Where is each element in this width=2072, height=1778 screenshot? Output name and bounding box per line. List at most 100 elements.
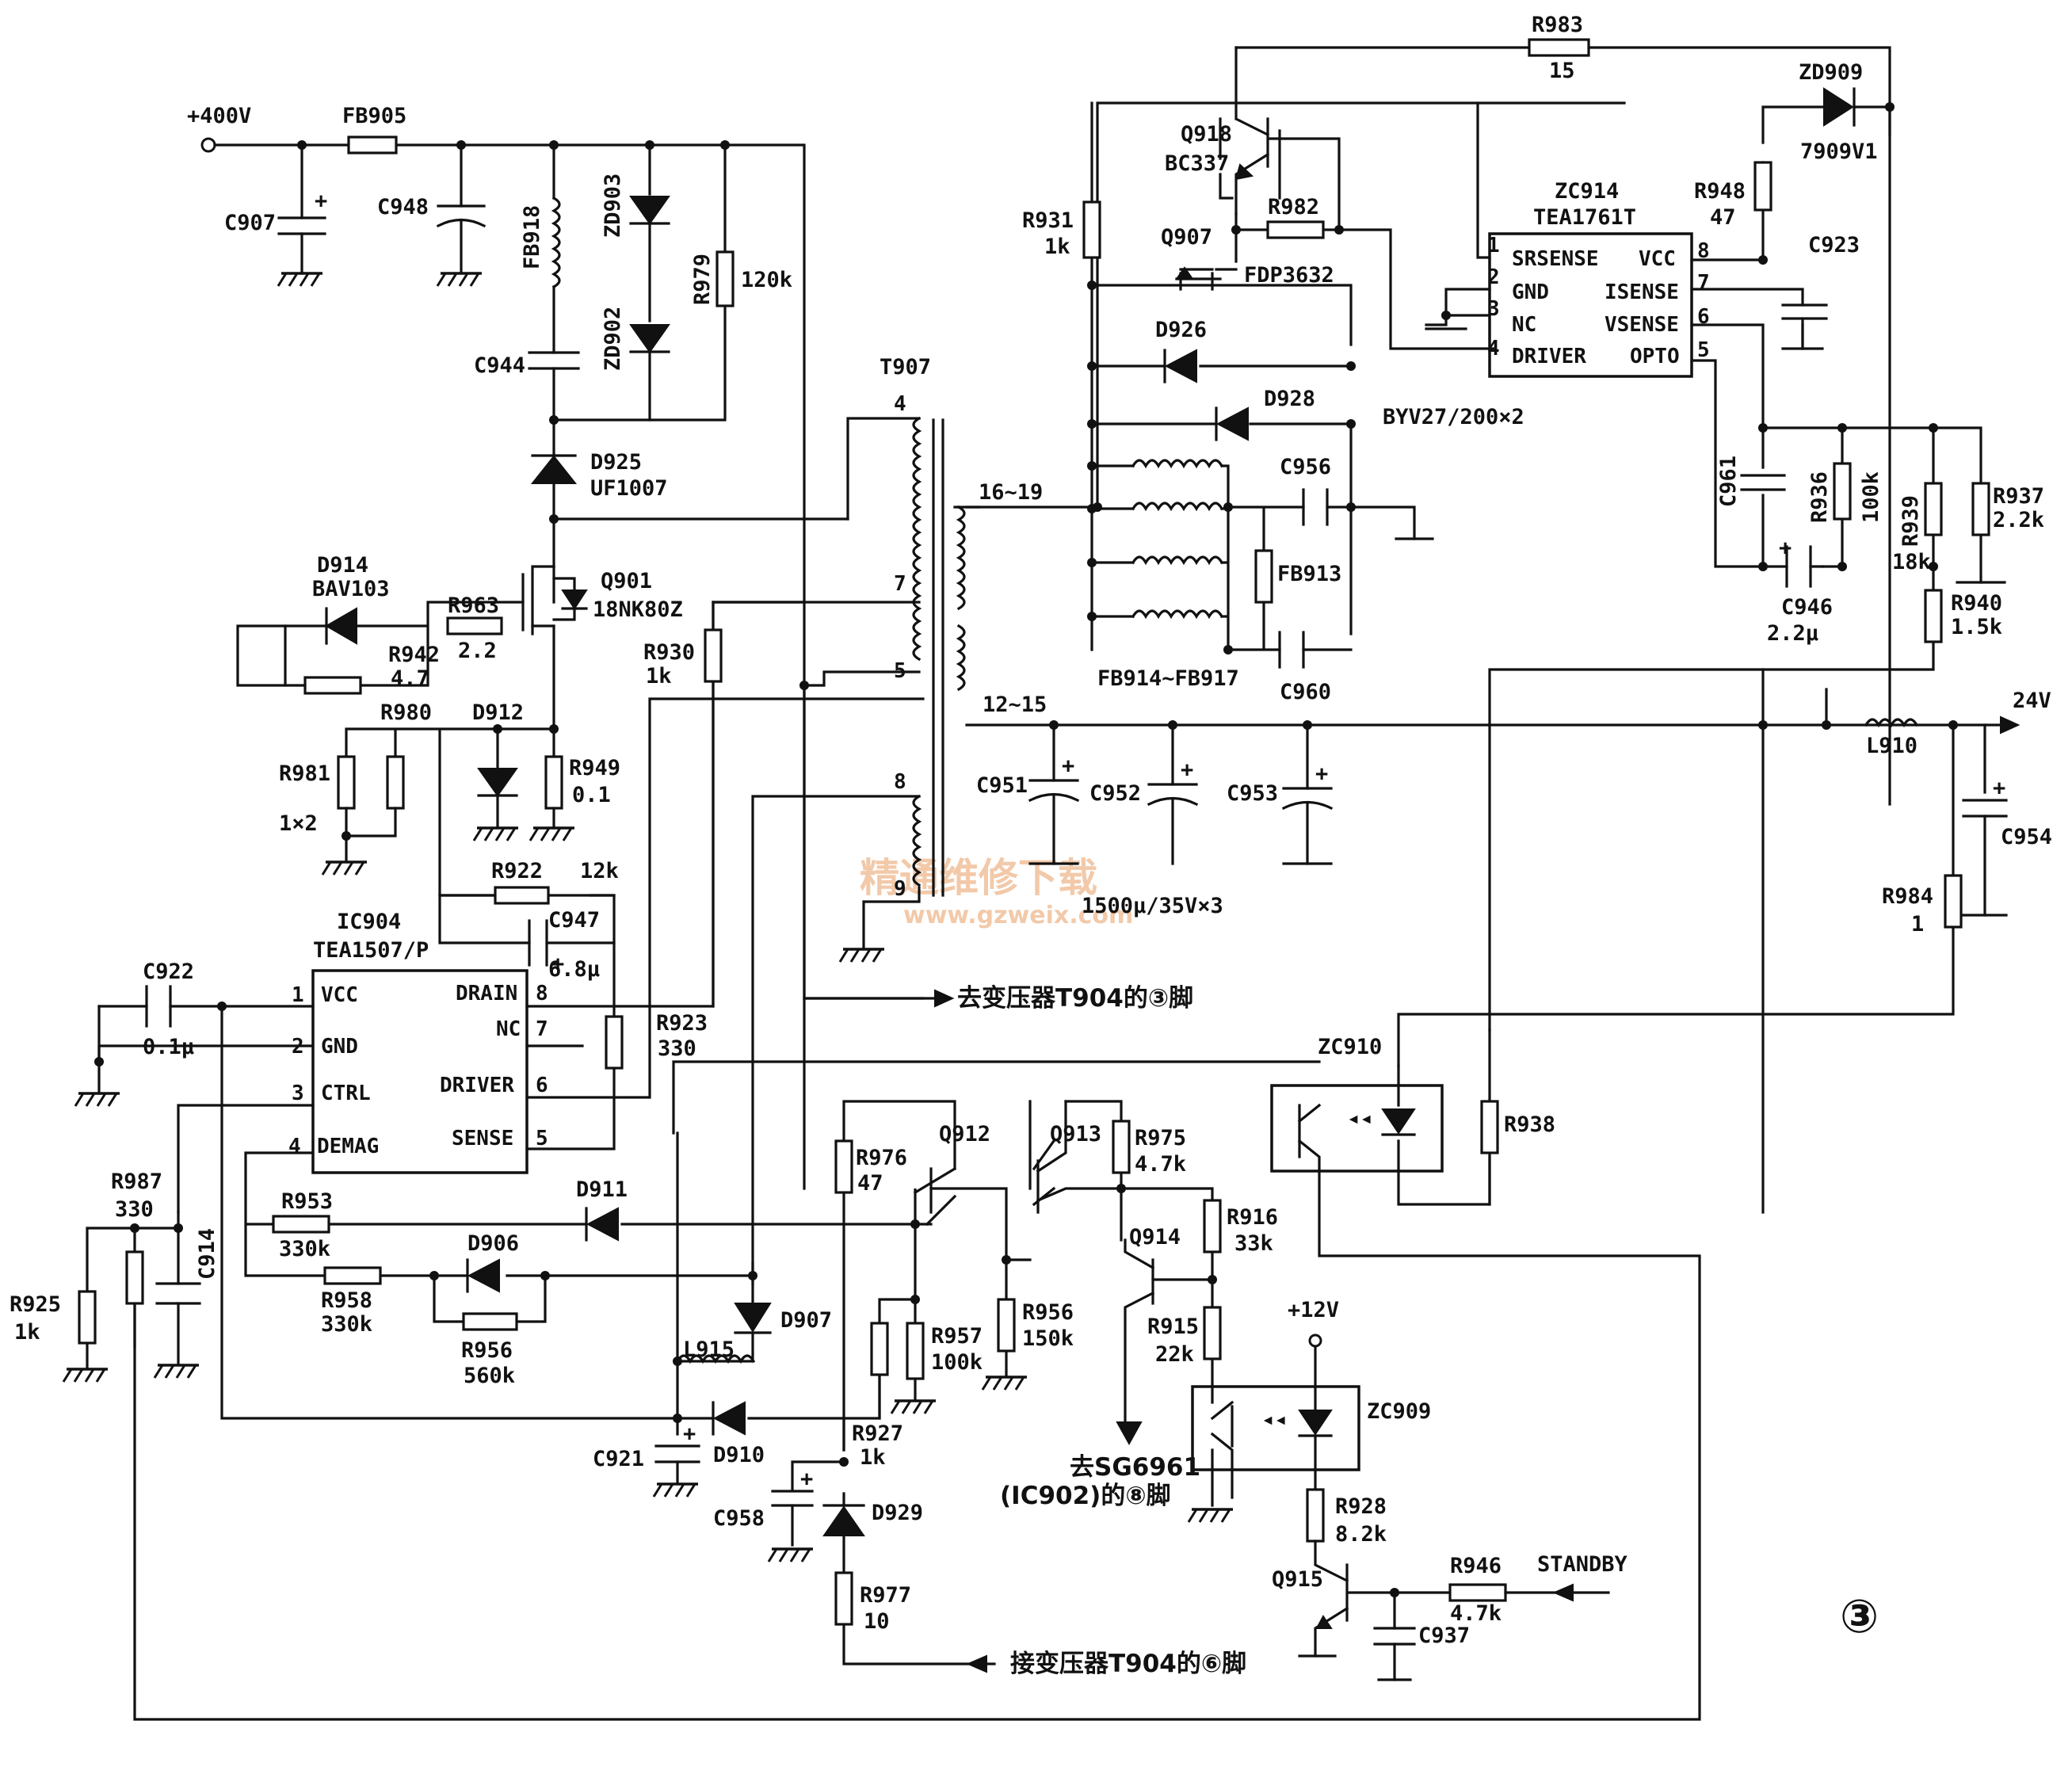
- c947-value: 6.8μ: [548, 957, 600, 982]
- r937-label: R937: [1993, 484, 2044, 509]
- r946-value: 4.7k: [1450, 1601, 1502, 1626]
- c946-label: C946: [1781, 595, 1833, 620]
- r976-value: 47: [857, 1171, 883, 1196]
- v400-terminal: [200, 137, 216, 153]
- fb914-label: FB914~FB917: [1097, 666, 1239, 691]
- ic904-part: TEA1507/P: [313, 938, 429, 963]
- to-t904-pin6: 接变压器T904的⑥脚: [1010, 1650, 1246, 1678]
- c946-value: 2.2μ: [1767, 621, 1818, 646]
- svg-text:+: +: [1315, 761, 1328, 786]
- c921-label: C921: [593, 1447, 644, 1471]
- c960-label: C960: [1280, 680, 1331, 704]
- svg-text:CTRL: CTRL: [321, 1082, 371, 1105]
- svg-text:+: +: [800, 1467, 813, 1491]
- svg-text:VCC: VCC: [1639, 247, 1676, 271]
- r938-resistor: [1480, 1100, 1499, 1154]
- r980-label: R980: [380, 700, 432, 725]
- zc909-optocoupler: [1191, 1385, 1360, 1471]
- r936-value: 100k: [1859, 471, 1883, 523]
- c914-label: C914: [195, 1228, 219, 1280]
- svg-text:3: 3: [1487, 297, 1500, 321]
- d910-label: D910: [713, 1443, 765, 1467]
- r939-label: R939: [1898, 495, 1923, 547]
- zc914-label: ZC914: [1555, 179, 1619, 204]
- zc910-label: ZC910: [1318, 1035, 1382, 1059]
- d912-label: D912: [472, 700, 524, 725]
- c907-label: C907: [224, 211, 276, 235]
- svg-text:4: 4: [894, 392, 906, 416]
- r956-label: R956: [1022, 1300, 1074, 1325]
- zc909-label: ZC909: [1367, 1399, 1431, 1424]
- r931-label: R931: [1022, 208, 1074, 233]
- r948-resistor: [1753, 161, 1772, 212]
- r928-label: R928: [1335, 1494, 1387, 1519]
- svg-text:◂◂: ◂◂: [1347, 1106, 1373, 1131]
- to-t904-pin3: 去变压器T904的③脚: [957, 984, 1193, 1013]
- c961-label: C961: [1716, 456, 1741, 507]
- secondary-rectifier: R983 15 Q918 BC337 R931 1k R982 Q907 FDP…: [1022, 13, 1891, 704]
- r916-resistor: [1203, 1199, 1222, 1253]
- r922-value: 12k: [580, 859, 619, 883]
- svg-text:ISENSE: ISENSE: [1605, 280, 1679, 304]
- d925-label: D925: [590, 450, 642, 475]
- zc910-optocoupler: [1270, 1084, 1444, 1173]
- r938-label: R938: [1504, 1112, 1555, 1137]
- r940-value: 1.5k: [1951, 615, 2002, 639]
- r942-value: 4.7: [391, 666, 429, 691]
- watermark-url: www.gzweix.com: [903, 902, 1133, 929]
- svg-text:DRIVER: DRIVER: [1512, 345, 1586, 368]
- l910-label: L910: [1866, 734, 1917, 758]
- svg-text:SENSE: SENSE: [452, 1127, 513, 1150]
- v12-terminal: [1308, 1334, 1322, 1348]
- v400-label: +400V: [187, 104, 251, 128]
- t907-label: T907: [880, 355, 931, 380]
- c923-label: C923: [1808, 233, 1860, 258]
- svg-text:2: 2: [1487, 265, 1500, 289]
- output-section: C961 R936 100k + C946 2.2μ R939 18k R940…: [133, 423, 2052, 1721]
- r915-value: 22k: [1155, 1342, 1194, 1367]
- d914-label: D914: [317, 553, 368, 578]
- r963-value: 2.2: [458, 639, 497, 663]
- zc914-part: TEA1761T: [1533, 205, 1636, 230]
- zd909-label: ZD909: [1799, 60, 1863, 85]
- to-sg6961: 去SG6961: [1070, 1453, 1200, 1482]
- r928-value: 8.2k: [1335, 1522, 1387, 1547]
- svg-text:8: 8: [894, 770, 906, 794]
- svg-text:SRSENSE: SRSENSE: [1512, 247, 1599, 271]
- zd902-label: ZD902: [601, 307, 625, 371]
- r975-label: R975: [1135, 1126, 1186, 1150]
- svg-text:4: 4: [288, 1135, 301, 1158]
- r936-resistor: [1833, 462, 1852, 521]
- v24-label: 24V: [2013, 689, 2051, 713]
- c958-label: C958: [713, 1506, 765, 1531]
- l915-label: L915: [683, 1337, 735, 1362]
- svg-text:DEMAG: DEMAG: [317, 1135, 379, 1158]
- r958-label: R958: [321, 1288, 372, 1313]
- r930-resistor: [704, 628, 723, 683]
- r983-label: R983: [1532, 13, 1583, 37]
- fb913-label: FB913: [1277, 562, 1341, 586]
- c922-label: C922: [143, 960, 194, 984]
- r916-label: R916: [1227, 1205, 1278, 1230]
- svg-text:5: 5: [1697, 338, 1710, 362]
- q913-label: Q913: [1050, 1122, 1101, 1147]
- svg-text:+: +: [683, 1421, 696, 1446]
- svg-text:DRIVER: DRIVER: [440, 1074, 514, 1097]
- c937-label: C937: [1418, 1623, 1470, 1648]
- c948-label: C948: [377, 195, 429, 219]
- r958-value: 330k: [321, 1312, 372, 1337]
- svg-text:GND: GND: [1512, 280, 1549, 304]
- r946-resistor: [1448, 1583, 1507, 1602]
- r930-value: 1k: [646, 664, 672, 689]
- r975-resistor: [1112, 1120, 1131, 1174]
- q918-label: Q918: [1181, 122, 1232, 147]
- r981-label: R981: [279, 761, 330, 786]
- w1215-label: 12~15: [983, 693, 1047, 717]
- r925-value: 1k: [14, 1320, 40, 1345]
- r930-label: R930: [643, 640, 695, 665]
- c944-label: C944: [474, 353, 525, 378]
- r975-value: 4.7k: [1135, 1152, 1186, 1177]
- r956-value: 150k: [1022, 1326, 1074, 1351]
- r957-value: 100k: [931, 1350, 983, 1375]
- r984-resistor: [1944, 874, 1963, 929]
